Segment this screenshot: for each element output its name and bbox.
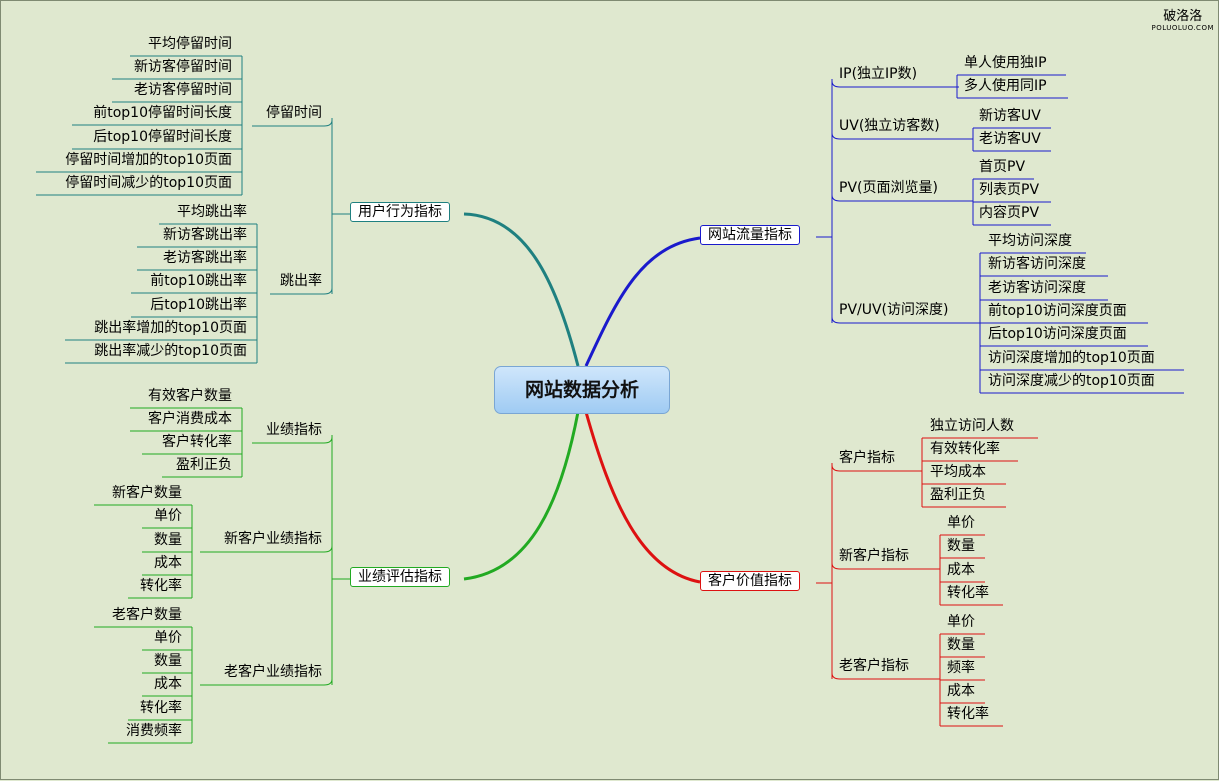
value-group-0-item[interactable]: 盈利正负 <box>930 487 986 503</box>
connector-perf-group-1 <box>200 545 333 553</box>
traffic-group-3-item[interactable]: 前top10访问深度页面 <box>988 303 1127 319</box>
perf-group-0-item[interactable]: 盈利正负 <box>176 457 232 473</box>
branch-performance-metrics[interactable]: 业绩评估指标 <box>350 567 450 587</box>
perf-group-2-item[interactable]: 老客户数量 <box>112 607 182 623</box>
traffic-group-1-item[interactable]: 新访客UV <box>979 108 1041 124</box>
traffic-group-0[interactable]: IP(独立IP数) <box>839 66 918 82</box>
behavior-group-1[interactable]: 跳出率 <box>280 273 322 289</box>
value-group-2[interactable]: 老客户指标 <box>839 658 909 674</box>
connector-center-value <box>584 411 701 584</box>
branch-customer-value-metrics[interactable]: 客户价值指标 <box>700 571 800 591</box>
behavior-group-1-item[interactable]: 新访客跳出率 <box>163 227 247 243</box>
behavior-group-0-item[interactable]: 停留时间减少的top10页面 <box>65 175 232 191</box>
behavior-group-0-item[interactable]: 新访客停留时间 <box>134 59 232 75</box>
value-group-1-item[interactable]: 成本 <box>947 562 975 578</box>
connector-behavior-group-0 <box>252 119 333 127</box>
traffic-group-1[interactable]: UV(独立访客数) <box>839 118 940 134</box>
branch-traffic-metrics[interactable]: 网站流量指标 <box>700 225 800 245</box>
value-group-2-item[interactable]: 数量 <box>947 637 975 653</box>
value-group-2-item[interactable]: 单价 <box>947 614 975 630</box>
connector-behavior-group-1 <box>270 287 333 295</box>
traffic-group-3-item[interactable]: 访问深度减少的top10页面 <box>988 373 1155 389</box>
perf-group-2[interactable]: 老客户业绩指标 <box>224 664 322 680</box>
traffic-group-2-item[interactable]: 内容页PV <box>979 205 1040 221</box>
branch-user-behavior-metrics[interactable]: 用户行为指标 <box>350 202 450 222</box>
traffic-group-0-item[interactable]: 单人使用独IP <box>964 55 1047 71</box>
behavior-group-0-item[interactable]: 平均停留时间 <box>148 36 232 52</box>
connector-center-perf <box>463 411 580 581</box>
connector-value-group-2 <box>831 672 940 680</box>
value-group-0-item[interactable]: 独立访问人数 <box>930 418 1014 434</box>
traffic-group-0-item[interactable]: 多人使用同IP <box>964 78 1047 94</box>
perf-group-1-item[interactable]: 单价 <box>154 508 182 524</box>
perf-group-2-item[interactable]: 成本 <box>154 676 182 692</box>
perf-group-1-item[interactable]: 数量 <box>154 532 182 548</box>
connector-traffic-group-3 <box>831 316 980 324</box>
behavior-group-1-item[interactable]: 跳出率减少的top10页面 <box>94 343 247 359</box>
perf-group-2-item[interactable]: 消费频率 <box>126 723 182 739</box>
value-group-1-item[interactable]: 单价 <box>947 515 975 531</box>
perf-group-1-item[interactable]: 新客户数量 <box>112 485 182 501</box>
perf-group-2-item[interactable]: 单价 <box>154 630 182 646</box>
watermark-name: 破洛洛 <box>1163 9 1203 24</box>
perf-group-2-item[interactable]: 转化率 <box>140 700 182 716</box>
traffic-group-3-item[interactable]: 后top10访问深度页面 <box>988 326 1127 342</box>
central-topic[interactable]: 网站数据分析 <box>494 366 670 414</box>
connector-traffic-group-2 <box>831 194 973 202</box>
traffic-group-1-item[interactable]: 老访客UV <box>979 131 1041 147</box>
traffic-group-3-item[interactable]: 新访客访问深度 <box>988 256 1086 272</box>
behavior-group-0-item[interactable]: 停留时间增加的top10页面 <box>65 152 232 168</box>
watermark-logo: 破洛洛 POLUOLUO.COM <box>1152 9 1214 32</box>
perf-group-0-item[interactable]: 客户消费成本 <box>148 411 232 427</box>
connector-perf-group-2 <box>200 678 333 686</box>
traffic-group-3-item[interactable]: 老访客访问深度 <box>988 280 1086 296</box>
value-group-1[interactable]: 新客户指标 <box>839 548 909 564</box>
behavior-group-0[interactable]: 停留时间 <box>266 105 322 121</box>
traffic-group-3-item[interactable]: 访问深度增加的top10页面 <box>988 350 1155 366</box>
perf-group-1-item[interactable]: 转化率 <box>140 578 182 594</box>
behavior-group-1-item[interactable]: 后top10跳出率 <box>150 297 247 313</box>
traffic-group-3[interactable]: PV/UV(访问深度) <box>839 302 949 318</box>
perf-group-2-item[interactable]: 数量 <box>154 653 182 669</box>
behavior-group-0-item[interactable]: 后top10停留时间长度 <box>93 129 232 145</box>
perf-group-0-item[interactable]: 客户转化率 <box>162 434 232 450</box>
connector-perf-group-0 <box>252 436 333 444</box>
value-group-2-item[interactable]: 频率 <box>947 660 975 676</box>
behavior-group-1-item[interactable]: 跳出率增加的top10页面 <box>94 320 247 336</box>
perf-group-0-item[interactable]: 有效客户数量 <box>148 388 232 404</box>
connector-value-group-0 <box>831 464 922 472</box>
traffic-group-2-item[interactable]: 列表页PV <box>979 182 1040 198</box>
perf-group-1[interactable]: 新客户业绩指标 <box>224 531 322 547</box>
value-group-1-item[interactable]: 数量 <box>947 538 975 554</box>
connector-value-group-1 <box>831 562 940 570</box>
behavior-group-1-item[interactable]: 平均跳出率 <box>177 204 247 220</box>
value-group-2-item[interactable]: 转化率 <box>947 706 989 722</box>
perf-group-0[interactable]: 业绩指标 <box>266 422 322 438</box>
traffic-group-2[interactable]: PV(页面浏览量) <box>839 180 938 196</box>
connector-traffic-group-1 <box>831 132 973 140</box>
connector-traffic-group-0 <box>831 80 959 88</box>
value-group-0-item[interactable]: 有效转化率 <box>930 441 1000 457</box>
value-group-2-item[interactable]: 成本 <box>947 683 975 699</box>
traffic-group-2-item[interactable]: 首页PV <box>979 159 1026 175</box>
behavior-group-0-item[interactable]: 老访客停留时间 <box>134 82 232 98</box>
watermark-site: POLUOLUO.COM <box>1151 24 1214 32</box>
perf-group-1-item[interactable]: 成本 <box>154 555 182 571</box>
value-group-1-item[interactable]: 转化率 <box>947 585 989 601</box>
value-group-0-item[interactable]: 平均成本 <box>930 464 986 480</box>
behavior-group-1-item[interactable]: 前top10跳出率 <box>150 273 247 289</box>
traffic-group-3-item[interactable]: 平均访问深度 <box>988 233 1072 249</box>
behavior-group-1-item[interactable]: 老访客跳出率 <box>163 250 247 266</box>
connector-center-behavior <box>463 212 580 367</box>
behavior-group-0-item[interactable]: 前top10停留时间长度 <box>93 105 232 121</box>
value-group-0[interactable]: 客户指标 <box>839 450 895 466</box>
connector-center-traffic <box>584 236 701 367</box>
